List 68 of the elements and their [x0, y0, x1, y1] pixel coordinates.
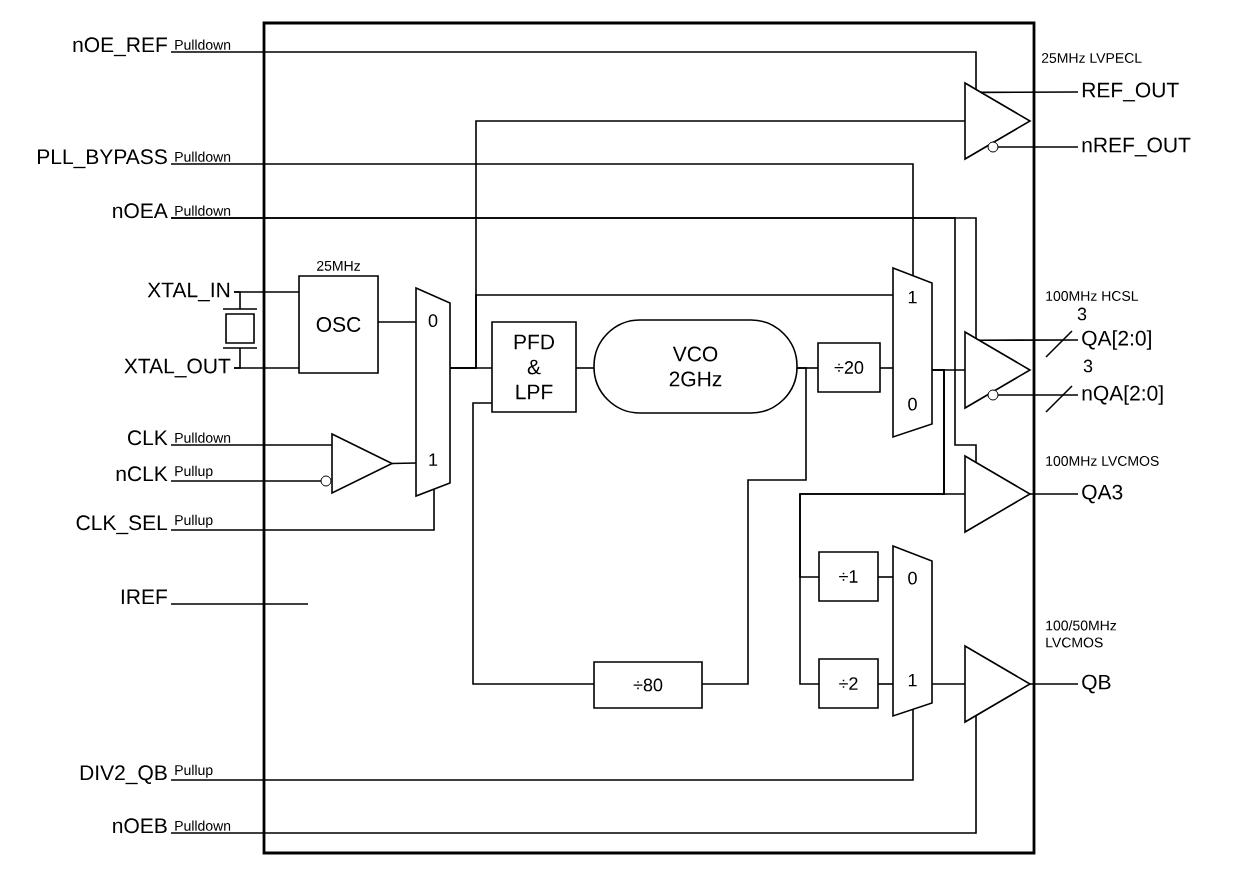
pin-label: XTAL_OUT — [124, 358, 231, 378]
signal-line — [391, 462, 417, 465]
pull-resistor-label: Pullup — [175, 465, 213, 479]
pull-resistor-label: Pulldown — [175, 432, 231, 443]
output-type-label: 100MHz HCSL — [1046, 291, 1139, 301]
output-type-label: 25MHz LVPECL — [1041, 53, 1142, 63]
signal-line — [170, 51, 977, 91]
pin-label: QB — [1082, 674, 1111, 694]
signal-line — [170, 708, 914, 781]
block-box: PFD & LPF — [491, 321, 577, 413]
pin-label: nOEB — [113, 818, 167, 834]
signal-line — [233, 347, 241, 369]
pull-resistor-label: Pullup — [175, 514, 213, 528]
pin-label: nCLK — [116, 466, 168, 482]
signal-line — [980, 91, 1079, 94]
signal-line — [170, 714, 977, 834]
pin-label: QA[2:0] — [1082, 330, 1151, 350]
signal-line — [170, 217, 977, 464]
frequency-label: 25MHz — [317, 260, 360, 271]
signal-line — [1029, 683, 1079, 685]
signal-line — [877, 576, 894, 578]
signal-line — [170, 603, 309, 605]
pull-resistor-label: Pulldown — [175, 820, 231, 831]
output-type-label: 100MHz LVCMOS — [1046, 456, 1159, 466]
signal-line — [997, 146, 1079, 148]
pull-resistor-label: Pulldown — [175, 151, 231, 162]
block-box: ÷2 — [818, 658, 879, 709]
signal-line — [170, 480, 322, 482]
pin-label: XTAL_IN — [147, 282, 230, 302]
signal-line — [877, 683, 894, 685]
pin-label: nOEA — [113, 203, 168, 219]
block-box: ÷80 — [593, 661, 703, 709]
block-box: ÷1 — [818, 551, 879, 602]
block-box: OSC — [298, 275, 379, 374]
signal-line — [997, 394, 1079, 396]
bus-width-label: 3 — [1083, 359, 1093, 373]
block-box: ÷20 — [817, 342, 881, 393]
pin-label: nQA[2:0] — [1082, 385, 1163, 405]
signal-line — [233, 291, 241, 310]
pin-label: nOE_REF — [73, 37, 167, 57]
signal-line — [170, 444, 333, 446]
signal-line — [1029, 493, 1079, 495]
signal-line — [170, 163, 914, 277]
signal-line — [575, 367, 595, 369]
output-type-label: 100/50MHz LVCMOS — [1046, 620, 1117, 648]
vco-block: VCO 2GHz — [593, 319, 798, 414]
signal-line — [701, 367, 807, 685]
pin-label: DIV2_QB — [80, 765, 167, 785]
pull-resistor-label: Pullup — [175, 764, 213, 778]
signal-line — [449, 120, 966, 369]
signal-line — [978, 339, 1079, 341]
pin-label: nREF_OUT — [1082, 137, 1191, 157]
pin-label: REF_OUT — [1082, 82, 1179, 102]
crystal-symbol — [222, 308, 258, 349]
pin-label: CLK — [128, 430, 168, 446]
bus-width-label: 3 — [1077, 307, 1087, 321]
signal-line — [799, 369, 945, 685]
signal-line — [879, 367, 894, 369]
pin-label: PLL_BYPASS — [38, 149, 167, 169]
signal-line — [170, 488, 435, 531]
pin-label: IREF — [121, 589, 167, 604]
pin-label: QA3 — [1082, 484, 1123, 504]
pull-resistor-label: Pulldown — [175, 205, 231, 216]
signal-line — [931, 683, 966, 685]
signal-line — [472, 402, 595, 685]
signal-line — [377, 321, 417, 323]
pin-label: CLK_SEL — [76, 515, 168, 535]
pull-resistor-label: Pulldown — [175, 39, 231, 50]
